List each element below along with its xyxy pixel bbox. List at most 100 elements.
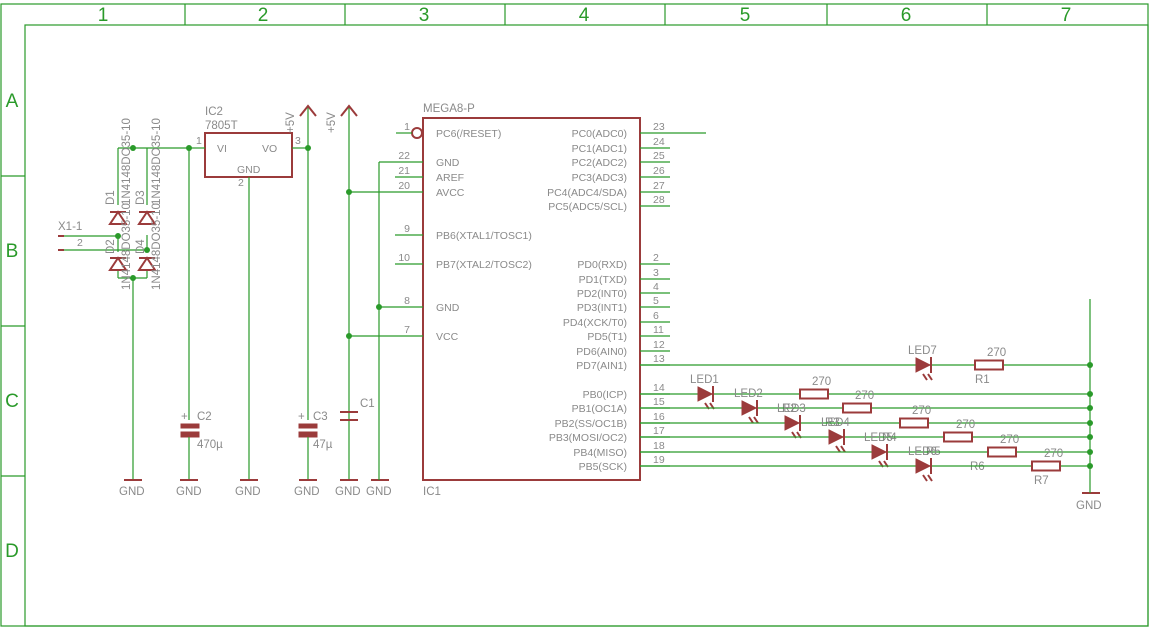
column-label-2: 2 [258, 5, 269, 26]
capacitor-c3-plus: + [298, 411, 305, 423]
resistor-symbol [987, 446, 1017, 458]
ic1-left-pin-number: 1 [404, 121, 410, 133]
column-label-5: 5 [740, 5, 751, 26]
ic1-right-pin-name: PD0(RXD) [577, 259, 627, 271]
supply-label-1: +5V [285, 112, 297, 133]
ic1-right-pin-number: 16 [653, 411, 665, 423]
ic1-left-pin-name: AVCC [436, 187, 465, 199]
regulator-pin-gnd: GND [237, 164, 261, 176]
column-label-6: 6 [901, 5, 912, 26]
ic1-right-pin-number: 26 [653, 165, 665, 177]
connector-pin2: 2 [77, 237, 83, 249]
ic1-left-pin-name: PB6(XTAL1/TOSC1) [436, 230, 532, 242]
diode-d2 [108, 256, 128, 271]
resistor-value: 270 [956, 419, 975, 431]
led-emission-arrows [922, 373, 933, 381]
diode-part-c: 1N4148DO35-10 [121, 203, 133, 290]
ic1-right-pin-name: PD1(TXD) [579, 274, 627, 286]
led-label: LED5 [864, 432, 893, 444]
supply-arrow-2 [340, 104, 358, 117]
diode-label-d2: D2 [105, 239, 117, 254]
ic1-right-pin-number: 11 [653, 324, 664, 336]
resistor-symbol [1031, 460, 1061, 472]
led-emission-arrows [922, 474, 933, 482]
resistor-value: 270 [912, 405, 931, 417]
led-label: LED2 [734, 388, 763, 400]
ground-label-7: GND [1076, 500, 1102, 512]
regulator-num-in: 1 [196, 135, 202, 147]
resistor-symbol [799, 388, 829, 400]
resistor-value: 270 [987, 347, 1006, 359]
ic1-right-pin-name: PD7(AIN1) [576, 360, 627, 372]
diode-label-d1: D1 [105, 190, 117, 205]
column-label-4: 4 [579, 5, 590, 26]
diode-d3 [137, 210, 157, 225]
ic1-left-pin-number: 7 [404, 324, 410, 336]
ic1-left-pin-number: 21 [398, 165, 410, 177]
regulator-num-gnd: 2 [238, 177, 244, 189]
diode-label-d4: D4 [135, 239, 147, 254]
ic1-right-pin-number: 4 [653, 281, 659, 293]
connector-x1 [58, 235, 64, 251]
supply-arrow-1 [299, 104, 317, 117]
junction-dot [1087, 391, 1093, 397]
ic1-right-pin-name: PC1(ADC1) [572, 143, 627, 155]
capacitor-c2-plus: + [181, 411, 188, 423]
ground-label-3: GND [235, 486, 261, 498]
led-symbol [784, 415, 801, 431]
ic1-right-pin-name: PD4(XCK/T0) [563, 317, 627, 329]
diode-label-d3: D3 [135, 190, 147, 205]
ground-label-1: GND [119, 486, 145, 498]
ic1-reset-bubble [411, 127, 423, 139]
ic1-left-pin-number: 22 [398, 150, 410, 162]
ic1-right-pin-number: 28 [653, 194, 665, 206]
junction-dot [1087, 463, 1093, 469]
led-emission-arrows [748, 416, 759, 424]
ic1-right-pin-name: PD3(INT1) [577, 302, 627, 314]
ic1-right-pin-number: 23 [653, 121, 665, 133]
outer-border [0, 3, 1149, 627]
ic1-right-pin-number: 14 [653, 382, 665, 394]
drawing-frame: 1 2 3 4 5 6 7 A B C D [0, 3, 1149, 627]
ic1-right-pin-number: 24 [653, 136, 665, 148]
resistor-value: 270 [855, 390, 874, 402]
resistor-symbol [899, 417, 929, 429]
led-symbol [871, 444, 888, 460]
ic1-right-pin-name: PB0(ICP) [583, 389, 627, 401]
junction-dot [1087, 405, 1093, 411]
regulator-ic2: IC2 7805T VI VO GND 1 2 3 [186, 106, 311, 480]
ic1-left-pin-name: AREF [436, 172, 464, 184]
ic1-right-pin-name: PD2(INT0) [577, 288, 627, 300]
ic1-right-pin-number: 19 [653, 454, 665, 466]
ic1-right-pin-name: PD6(AIN0) [576, 346, 627, 358]
ic1-right-pin-number: 12 [653, 339, 665, 351]
capacitor-c3-plate-bottom [298, 431, 318, 438]
ic1-left-pin-number: 9 [404, 223, 410, 235]
capacitor-c2-plate-top [180, 423, 200, 429]
ic1-part: MEGA8-P [423, 103, 475, 115]
led-symbol [915, 357, 932, 373]
resistor-name: R7 [1034, 475, 1049, 487]
capacitor-c3-plate-top [298, 423, 318, 429]
ic1-right-pin-name: PB3(MOSI/OC2) [549, 432, 627, 444]
ic1-right-pin-number: 6 [653, 310, 659, 322]
resistor-value: 270 [1044, 448, 1063, 460]
connector-name: X1-1 [58, 221, 82, 233]
ic1-right-pin-number: 2 [653, 252, 659, 264]
resistor-symbol [943, 431, 973, 443]
ic1-left-pin-name: PC6(/RESET) [436, 128, 501, 140]
capacitor-c3-value: 47µ [313, 439, 333, 451]
ic1-pins: 1PC6(/RESET)22GND21AREF20AVCC9PB6(XTAL1/… [398, 121, 670, 473]
row-label-d: D [5, 541, 19, 562]
ic1-right-pin-number: 15 [653, 396, 665, 408]
capacitor-c3-name: C3 [313, 411, 328, 423]
ic1-left-pin-name: GND [436, 302, 460, 314]
capacitor-c1-name: C1 [360, 398, 375, 410]
diode-part-a: 1N4148DO35-10 [121, 118, 133, 205]
ic1-right-pin-name: PC4(ADC4/SDA) [547, 187, 627, 199]
ic1-right-pin-name: PC0(ADC0) [572, 128, 627, 140]
supply-label-2: +5V [326, 112, 338, 133]
row-label-c: C [5, 391, 19, 412]
resistor-value: 270 [812, 376, 831, 388]
